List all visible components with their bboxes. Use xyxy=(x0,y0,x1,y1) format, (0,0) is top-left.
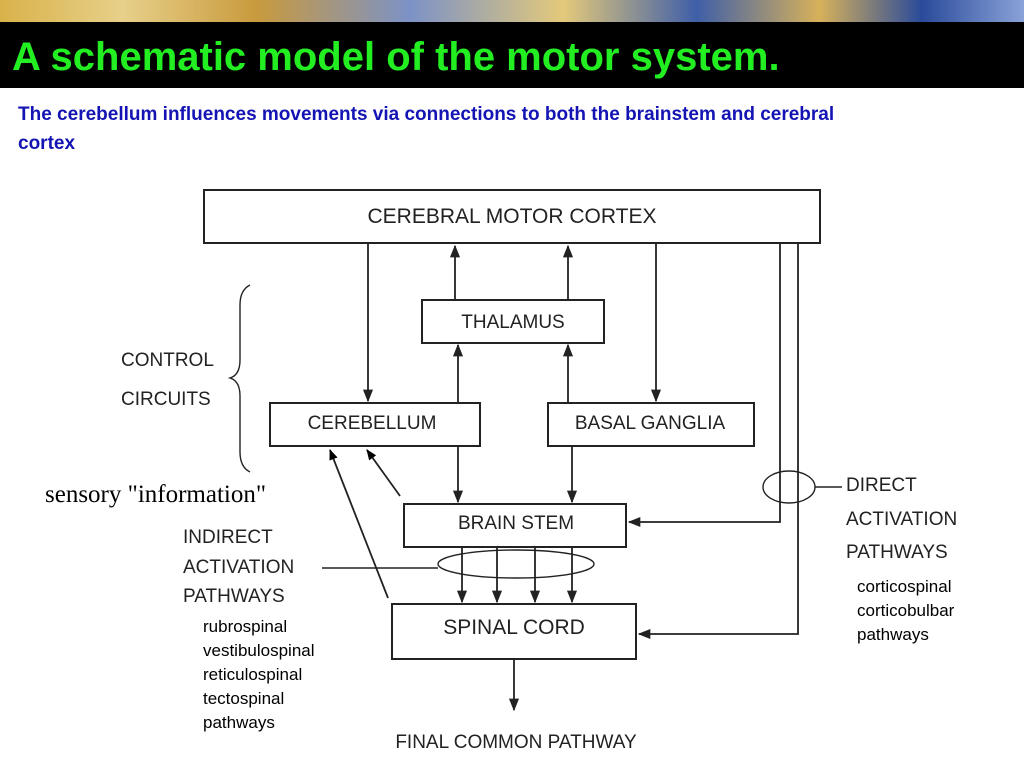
cerebral-motor-cortex-box: CEREBRAL MOTOR CORTEX xyxy=(203,189,821,244)
direct-pathway-ellipse xyxy=(762,470,842,504)
cerebellum-box: CEREBELLUM xyxy=(269,402,481,447)
indirect-pathway-ellipse xyxy=(322,549,595,579)
title-bar xyxy=(0,22,1024,88)
control-circuits-brace xyxy=(227,284,251,473)
svg-text:BASAL GANGLIA: BASAL GANGLIA xyxy=(575,413,726,434)
thalamus-box: THALAMUS xyxy=(421,299,605,344)
indirect-activation-pathways-label: INDIRECT ACTIVATION PATHWAYS xyxy=(183,527,294,607)
svg-text:vestibulospinal: vestibulospinal xyxy=(203,641,315,660)
brain-stem-box: BRAIN STEM xyxy=(403,503,627,548)
slide-title: A schematic model of the motor system. xyxy=(12,35,780,79)
svg-text:INDIRECT: INDIRECT xyxy=(183,527,273,548)
svg-text:pathways: pathways xyxy=(203,713,275,732)
svg-text:PATHWAYS: PATHWAYS xyxy=(183,586,285,607)
direct-activation-pathways-label: DIRECT ACTIVATION PATHWAYS xyxy=(846,475,957,563)
direct-pathway-list: corticospinal corticobulbar pathways xyxy=(857,577,955,644)
svg-text:PATHWAYS: PATHWAYS xyxy=(846,542,948,563)
svg-text:pathways: pathways xyxy=(857,625,929,644)
sensory-arrows xyxy=(329,448,401,599)
svg-text:CEREBELLUM: CEREBELLUM xyxy=(308,413,437,434)
svg-text:CEREBRAL MOTOR CORTEX: CEREBRAL MOTOR CORTEX xyxy=(368,205,657,228)
svg-text:DIRECT: DIRECT xyxy=(846,475,917,496)
svg-text:ACTIVATION: ACTIVATION xyxy=(183,557,294,578)
connection-arrows xyxy=(362,243,799,712)
control-circuits-label: CONTROL CIRCUITS xyxy=(121,350,214,410)
spinal-cord-box: SPINAL CORD xyxy=(391,603,637,660)
sensory-information-label: sensory "information" xyxy=(45,481,266,508)
final-common-pathway-label: FINAL COMMON PATHWAY xyxy=(395,732,637,753)
svg-text:tectospinal: tectospinal xyxy=(203,689,284,708)
indirect-pathway-list: rubrospinal vestibulospinal reticulospin… xyxy=(203,617,315,732)
svg-text:ACTIVATION: ACTIVATION xyxy=(846,509,957,530)
svg-text:corticobulbar: corticobulbar xyxy=(857,601,955,620)
svg-text:reticulospinal: reticulospinal xyxy=(203,665,302,684)
svg-text:rubrospinal: rubrospinal xyxy=(203,617,287,636)
slide-subtitle: The cerebellum influences movements via … xyxy=(18,104,835,154)
svg-text:THALAMUS: THALAMUS xyxy=(461,312,564,333)
svg-text:CIRCUITS: CIRCUITS xyxy=(121,389,211,410)
decorative-header-stripe xyxy=(0,0,1024,22)
basal-ganglia-box: BASAL GANGLIA xyxy=(547,402,755,447)
svg-text:SPINAL CORD: SPINAL CORD xyxy=(443,616,585,639)
svg-text:corticospinal: corticospinal xyxy=(857,577,952,596)
svg-text:BRAIN STEM: BRAIN STEM xyxy=(458,513,574,534)
svg-text:CONTROL: CONTROL xyxy=(121,350,214,371)
